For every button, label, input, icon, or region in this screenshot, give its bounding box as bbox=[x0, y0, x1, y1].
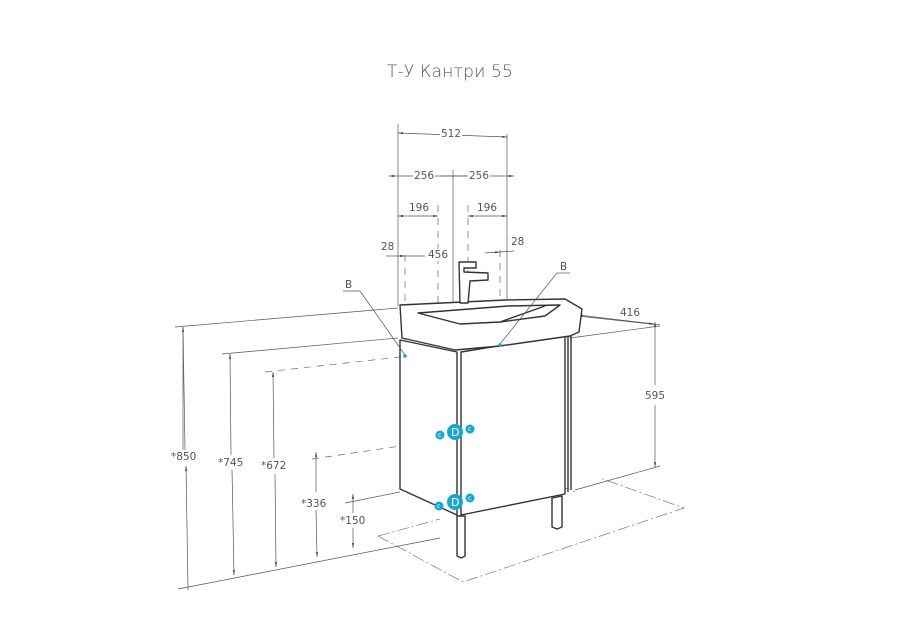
basin bbox=[399, 261, 583, 351]
dim-height-150: *150 bbox=[339, 515, 367, 527]
callout-b-right: B bbox=[560, 261, 568, 273]
dim-half-right: 256 bbox=[468, 170, 491, 182]
dim-offset-right: 196 bbox=[476, 202, 499, 214]
callout-leaders bbox=[343, 272, 570, 358]
dim-depth: 416 bbox=[619, 307, 642, 319]
cabinet bbox=[399, 333, 576, 559]
dim-inner-width: 456 bbox=[427, 249, 450, 261]
dim-half-left: 256 bbox=[413, 170, 436, 182]
top-dimension-lines bbox=[386, 132, 515, 257]
svg-text:c: c bbox=[468, 426, 471, 433]
dim-height-336: *336 bbox=[300, 498, 328, 510]
dim-margin-left: 28 bbox=[380, 241, 396, 253]
dim-height-745: *745 bbox=[217, 457, 245, 469]
drawing-title: Т-У Кантри 55 bbox=[386, 62, 514, 82]
svg-text:c: c bbox=[437, 503, 440, 510]
dim-offset-left: 196 bbox=[408, 202, 431, 214]
dim-height-850: *850 bbox=[170, 451, 198, 463]
svg-text:D: D bbox=[451, 426, 459, 439]
hardware-markers-bottom: D c c bbox=[434, 493, 475, 511]
dim-width-total: 512 bbox=[440, 128, 463, 140]
dim-height-672: *672 bbox=[260, 460, 288, 472]
dim-margin-right: 28 bbox=[510, 236, 526, 248]
dim-cabinet-height: 595 bbox=[644, 390, 667, 402]
hardware-markers-top: D c c bbox=[435, 424, 475, 440]
svg-text:c: c bbox=[438, 432, 441, 439]
svg-text:c: c bbox=[468, 495, 471, 502]
callout-b-left: B bbox=[345, 279, 353, 291]
svg-text:D: D bbox=[451, 496, 459, 509]
floor-footprint bbox=[377, 477, 686, 583]
height-dimension-lines bbox=[182, 314, 656, 591]
wall-lines bbox=[174, 307, 661, 590]
